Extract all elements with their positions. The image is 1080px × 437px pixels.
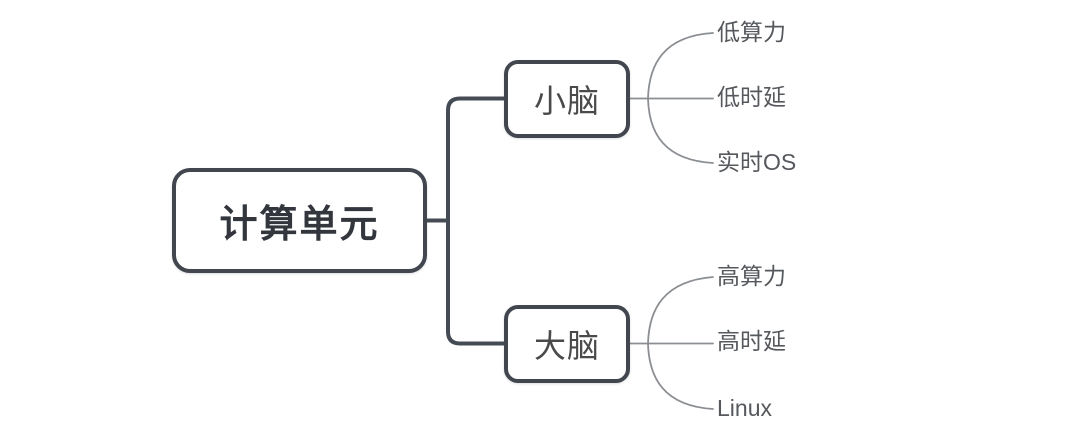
leaf-high-latency[interactable]: 高时延 bbox=[717, 328, 786, 355]
leaf-linux[interactable]: Linux bbox=[717, 395, 772, 422]
node-cerebellum-label: 小脑 bbox=[533, 83, 600, 119]
branch-line-cerebellum-top bbox=[647, 32, 714, 100]
leaf-low-latency[interactable]: 低时延 bbox=[717, 84, 786, 111]
leaf-high-compute[interactable]: 高算力 bbox=[717, 263, 786, 290]
branch-line-cerebrum-top bbox=[647, 276, 714, 345]
branch-line-cerebrum-bottom bbox=[647, 342, 714, 410]
leaf-low-compute[interactable]: 低算力 bbox=[717, 19, 786, 46]
node-cerebellum[interactable]: 小脑 bbox=[504, 60, 630, 138]
connector-trunk bbox=[446, 96, 504, 346]
node-cerebrum-label: 大脑 bbox=[533, 328, 600, 364]
node-computing-unit[interactable]: 计算单元 bbox=[172, 168, 427, 273]
node-cerebrum[interactable]: 大脑 bbox=[504, 305, 630, 383]
node-computing-unit-label: 计算单元 bbox=[219, 204, 380, 246]
branch-line-cerebellum-bottom bbox=[647, 97, 714, 164]
leaf-realtime-os[interactable]: 实时OS bbox=[717, 149, 797, 176]
